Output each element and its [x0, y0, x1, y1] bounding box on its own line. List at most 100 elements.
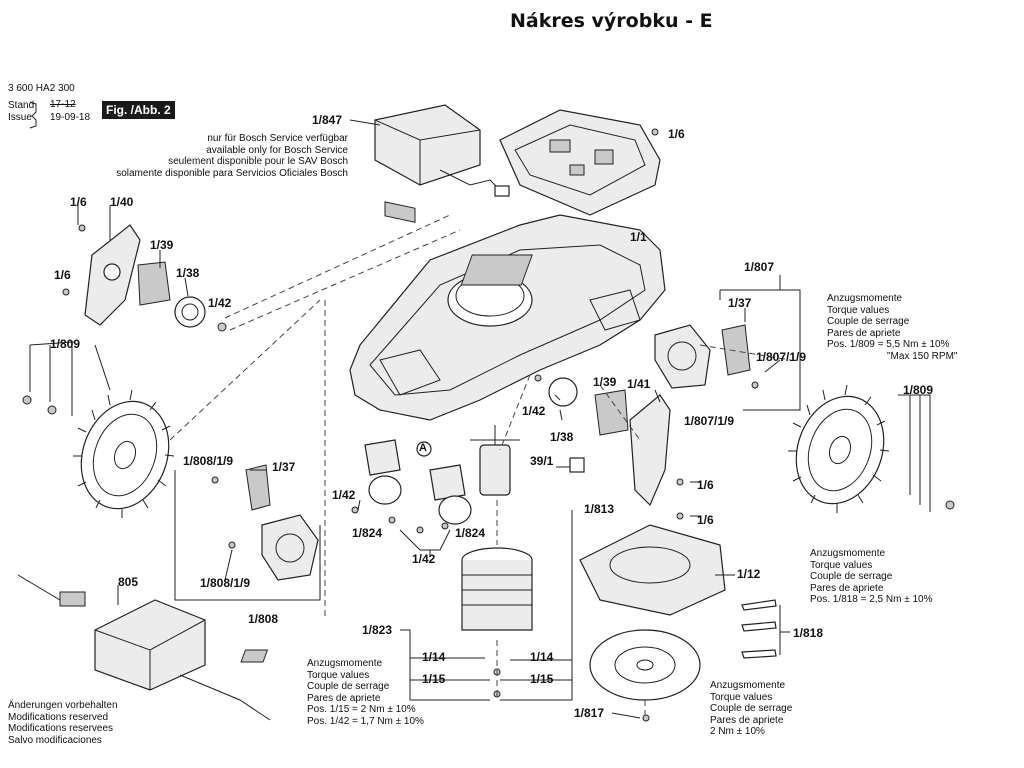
control-board — [499, 109, 661, 216]
service-note: nur für Bosch Service verfügbar availabl… — [116, 133, 348, 179]
modifications-line: Modifications reservees — [8, 723, 114, 734]
callout-1-42: 1/42 — [522, 404, 546, 418]
torque-note-mid-right: Anzugsmomente Torque values Couple de se… — [810, 548, 933, 606]
modifications-line: Modifications reserved — [8, 711, 109, 723]
callout-1-37: 1/37 — [728, 296, 752, 310]
chassis-housing — [349, 214, 666, 421]
callout-805: 805 — [118, 575, 139, 589]
page-title: Nákres výrobku - E — [510, 10, 713, 32]
callout-1-42: 1/42 — [412, 552, 436, 566]
blade-disc — [589, 629, 701, 701]
blade-motor — [470, 425, 520, 496]
screws — [22, 128, 955, 722]
torque-line: Pos. 1/15 = 2 Nm ± 10% — [307, 704, 416, 715]
callout-1-39: 1/39 — [593, 375, 617, 389]
wheel-right — [788, 384, 890, 513]
issue-date: 19-09-18 — [50, 112, 91, 123]
torque-line: Pos. 1/42 = 1,7 Nm ± 10% — [307, 715, 424, 727]
callout-1-809: 1/809 — [50, 337, 81, 351]
torque-line: Pares de apriete — [827, 327, 901, 339]
torque-note-bottom-center: Anzugsmomente Torque values Couple de se… — [307, 658, 424, 727]
callout-1-813: 1/813 — [584, 502, 615, 516]
callout-1-42: 1/42 — [332, 488, 356, 502]
torque-line: Anzugsmomente — [810, 548, 886, 559]
power-supply — [17, 574, 271, 721]
modifications-line: Änderungen vorbehalten — [8, 700, 118, 711]
blade-guard — [579, 524, 726, 616]
callout-1-14: 1/14 — [422, 650, 446, 664]
callout-1-807-1-9: 1/807/1/9 — [756, 350, 807, 364]
callout-39-1: 39/1 — [530, 454, 554, 468]
service-note-line: available only for Bosch Service — [206, 144, 348, 156]
callout-1-14: 1/14 — [530, 650, 554, 664]
callout-1-15: 1/15 — [530, 672, 554, 686]
callout-1-824: 1/824 — [352, 526, 383, 540]
callout-1-40: 1/40 — [110, 195, 134, 209]
blades — [741, 599, 777, 659]
service-note-line: nur für Bosch Service verfügbar — [207, 133, 348, 144]
torque-note-top-right: Anzugsmomente Torque values Couple de se… — [827, 293, 957, 362]
torque-line: Anzugsmomente — [827, 293, 903, 304]
torque-line: Pos. 1/809 = 5,5 Nm ± 10% — [827, 339, 950, 350]
callout-1-39: 1/39 — [150, 238, 174, 252]
callout-1-37: 1/37 — [272, 460, 296, 474]
callout-1-38: 1/38 — [176, 266, 200, 280]
figure-label: Fig. /Abb. 2 — [102, 101, 175, 119]
torque-line: Torque values — [810, 559, 873, 571]
torque-line: Couple de serrage — [307, 681, 390, 692]
callout-1-808-1-9: 1/808/1/9 — [200, 576, 251, 590]
wheel-motor-left — [245, 464, 319, 581]
callout-1-12: 1/12 — [737, 567, 761, 581]
service-note-line: solamente disponible para Servicios Ofic… — [116, 167, 348, 179]
torque-line: 2 Nm ± 10% — [710, 726, 765, 737]
torque-line: Couple de serrage — [810, 571, 893, 582]
callout-1-824: 1/824 — [455, 526, 486, 540]
callout-1-818: 1/818 — [793, 626, 824, 640]
motor-housing — [461, 547, 533, 631]
callout-1-809: 1/809 — [903, 383, 934, 397]
service-note-line: seulement disponible pour le SAV Bosch — [168, 156, 348, 167]
torque-line: Couple de serrage — [710, 703, 793, 714]
modifications-note: Änderungen vorbehalten Modifications res… — [8, 700, 118, 746]
torque-line: Pos. 1/818 = 2,5 Nm ± 10% — [810, 594, 933, 605]
part-number: 3 600 HA2 300 — [8, 83, 75, 94]
callout-1-41: 1/41 — [627, 377, 651, 391]
stand-date: 17-12 — [50, 99, 76, 110]
callout-1-15: 1/15 — [422, 672, 446, 686]
leader-lines — [29, 101, 931, 719]
torque-line: Pares de apriete — [307, 692, 381, 704]
callout-1-38: 1/38 — [550, 430, 574, 444]
torque-line: Pares de apriete — [810, 582, 884, 594]
callout-1-823: 1/823 — [362, 623, 393, 637]
torque-line: Anzugsmomente — [710, 680, 786, 691]
side-cover-left — [84, 224, 206, 328]
torque-line: "Max 150 RPM" — [887, 350, 958, 362]
modifications-line: Salvo modificaciones — [8, 734, 102, 746]
callout-1-807: 1/807 — [744, 260, 775, 274]
torque-line: Torque values — [710, 691, 773, 703]
callout-1-817: 1/817 — [574, 706, 605, 720]
torque-line: Couple de serrage — [827, 316, 910, 327]
assembly-lines — [169, 214, 791, 715]
issue-label: Issue — [8, 112, 32, 123]
torque-line: Torque values — [827, 304, 890, 316]
side-cover-right — [548, 377, 671, 507]
callout-1-6: 1/6 — [697, 513, 714, 527]
callout-1-847: 1/847 — [312, 113, 343, 127]
torque-line: Pares de apriete — [710, 714, 784, 726]
callout-1-808: 1/808 — [248, 612, 279, 626]
wheel-motor-right — [654, 324, 751, 389]
torque-line: Torque values — [307, 669, 370, 681]
torque-note-bottom-right: Anzugsmomente Torque values Couple de se… — [710, 680, 792, 738]
callout-1-808-1-9: 1/808/1/9 — [183, 454, 234, 468]
callout-1-6: 1/6 — [697, 478, 714, 492]
callout-1-6: 1/6 — [70, 195, 87, 209]
caster-wheels — [364, 439, 472, 525]
stand-label: Stand — [8, 100, 35, 111]
callout-1-6: 1/6 — [668, 127, 685, 141]
battery-module — [374, 104, 510, 223]
callout-1-1: 1/1 — [630, 230, 647, 244]
torque-line: Anzugsmomente — [307, 658, 383, 669]
callout-1-807-1-9: 1/807/1/9 — [684, 414, 735, 428]
